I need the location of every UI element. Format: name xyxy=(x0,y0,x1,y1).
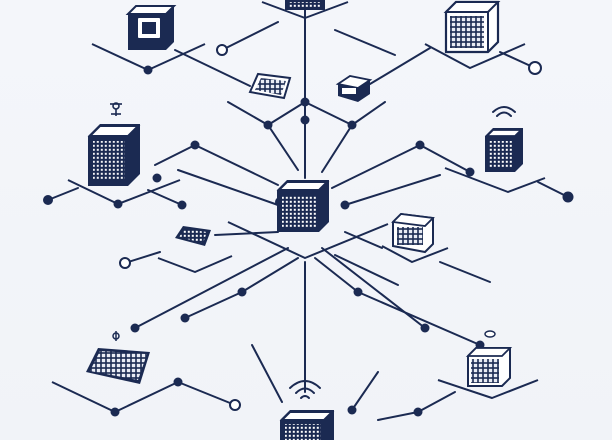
chip-icon xyxy=(248,72,292,100)
server-cube-icon xyxy=(279,410,335,440)
server-cube-icon xyxy=(87,124,141,186)
plate-mid-right xyxy=(444,167,546,193)
server-cube-icon xyxy=(443,0,501,54)
wifi-signal-icon xyxy=(289,380,321,399)
plate-router-right xyxy=(381,245,449,263)
junction-nodes xyxy=(43,65,574,417)
antenna-icon xyxy=(110,102,122,116)
plate-top-right xyxy=(424,43,526,69)
plate-chip-left xyxy=(157,255,233,273)
server-cube-icon xyxy=(391,212,435,254)
antenna-icon xyxy=(112,331,120,341)
server-cube-icon xyxy=(484,128,524,172)
server-cube-icon xyxy=(465,347,513,387)
wifi-signal-icon xyxy=(492,106,516,117)
antenna-icon xyxy=(484,330,496,338)
terminal-nodes xyxy=(119,44,542,411)
chip-icon xyxy=(175,226,211,246)
server-cube-icon xyxy=(125,5,177,50)
solar-panel-icon xyxy=(86,348,150,384)
central-hub-server xyxy=(276,180,330,232)
router-icon xyxy=(285,0,325,10)
plate-bottom-right xyxy=(437,379,539,399)
router-icon xyxy=(335,75,373,102)
